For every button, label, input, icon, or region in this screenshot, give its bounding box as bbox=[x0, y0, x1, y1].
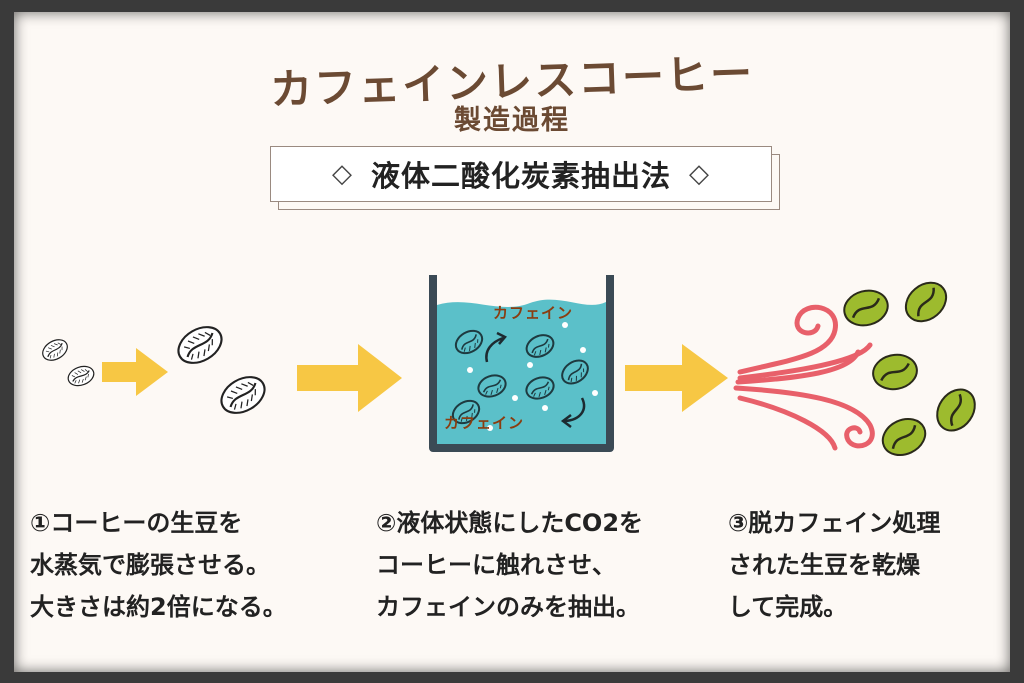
method-box: ◇ 液体二酸化炭素抽出法 ◇ bbox=[270, 146, 772, 202]
step-1-line-1: ①コーヒーの生豆を bbox=[30, 509, 243, 537]
arrow-right-icon bbox=[625, 344, 728, 412]
co2-container-icon bbox=[429, 275, 614, 452]
step-3-line-3: して完成。 bbox=[728, 593, 848, 621]
step-3-line-2: された生豆を乾燥 bbox=[728, 551, 920, 579]
caffeine-label-top: カフェイン bbox=[493, 304, 574, 322]
step-1-line-3: 大きさは約2倍になる。 bbox=[30, 593, 287, 621]
arrow-right-icon bbox=[102, 348, 168, 396]
dried-bean-icon bbox=[896, 273, 956, 331]
diamond-icon: ◇ bbox=[689, 159, 710, 189]
step-2-line-3: カフェインのみを抽出。 bbox=[376, 593, 640, 621]
small-bean-icon bbox=[38, 335, 72, 365]
step-2-text: ②液体状態にしたCO2を コーヒーに触れさせ、 カフェインのみを抽出。 bbox=[376, 502, 643, 628]
wind-icon bbox=[733, 304, 875, 451]
dried-bean-icon bbox=[928, 380, 984, 440]
step-1-line-2: 水蒸気で膨張させる。 bbox=[30, 551, 270, 579]
diamond-icon: ◇ bbox=[331, 159, 353, 189]
dried-bean-icon bbox=[869, 350, 921, 394]
large-bean-icon bbox=[171, 318, 229, 372]
small-bean-icon bbox=[64, 362, 98, 390]
dried-bean-icon bbox=[839, 284, 893, 332]
caffeine-label-bottom: カフェイン bbox=[444, 414, 525, 432]
step-2-line-1: ②液体状態にしたCO2を bbox=[376, 509, 644, 537]
arrow-right-icon bbox=[297, 344, 402, 412]
step-2-line-2: コーヒーに触れさせ、 bbox=[376, 551, 616, 579]
step-1-text: ①コーヒーの生豆を 水蒸気で膨張させる。 大きさは約2倍になる。 bbox=[30, 502, 287, 628]
dried-bean-icon bbox=[875, 411, 933, 463]
step-3-text: ③脱カフェイン処理 された生豆を乾燥 して完成。 bbox=[728, 502, 940, 628]
method-label: 液体二酸化炭素抽出法 bbox=[370, 159, 671, 193]
page-subtitle: 製造過程 bbox=[454, 105, 570, 136]
large-bean-icon bbox=[214, 368, 272, 422]
step-3-line-1: ③脱カフェイン処理 bbox=[728, 509, 941, 537]
